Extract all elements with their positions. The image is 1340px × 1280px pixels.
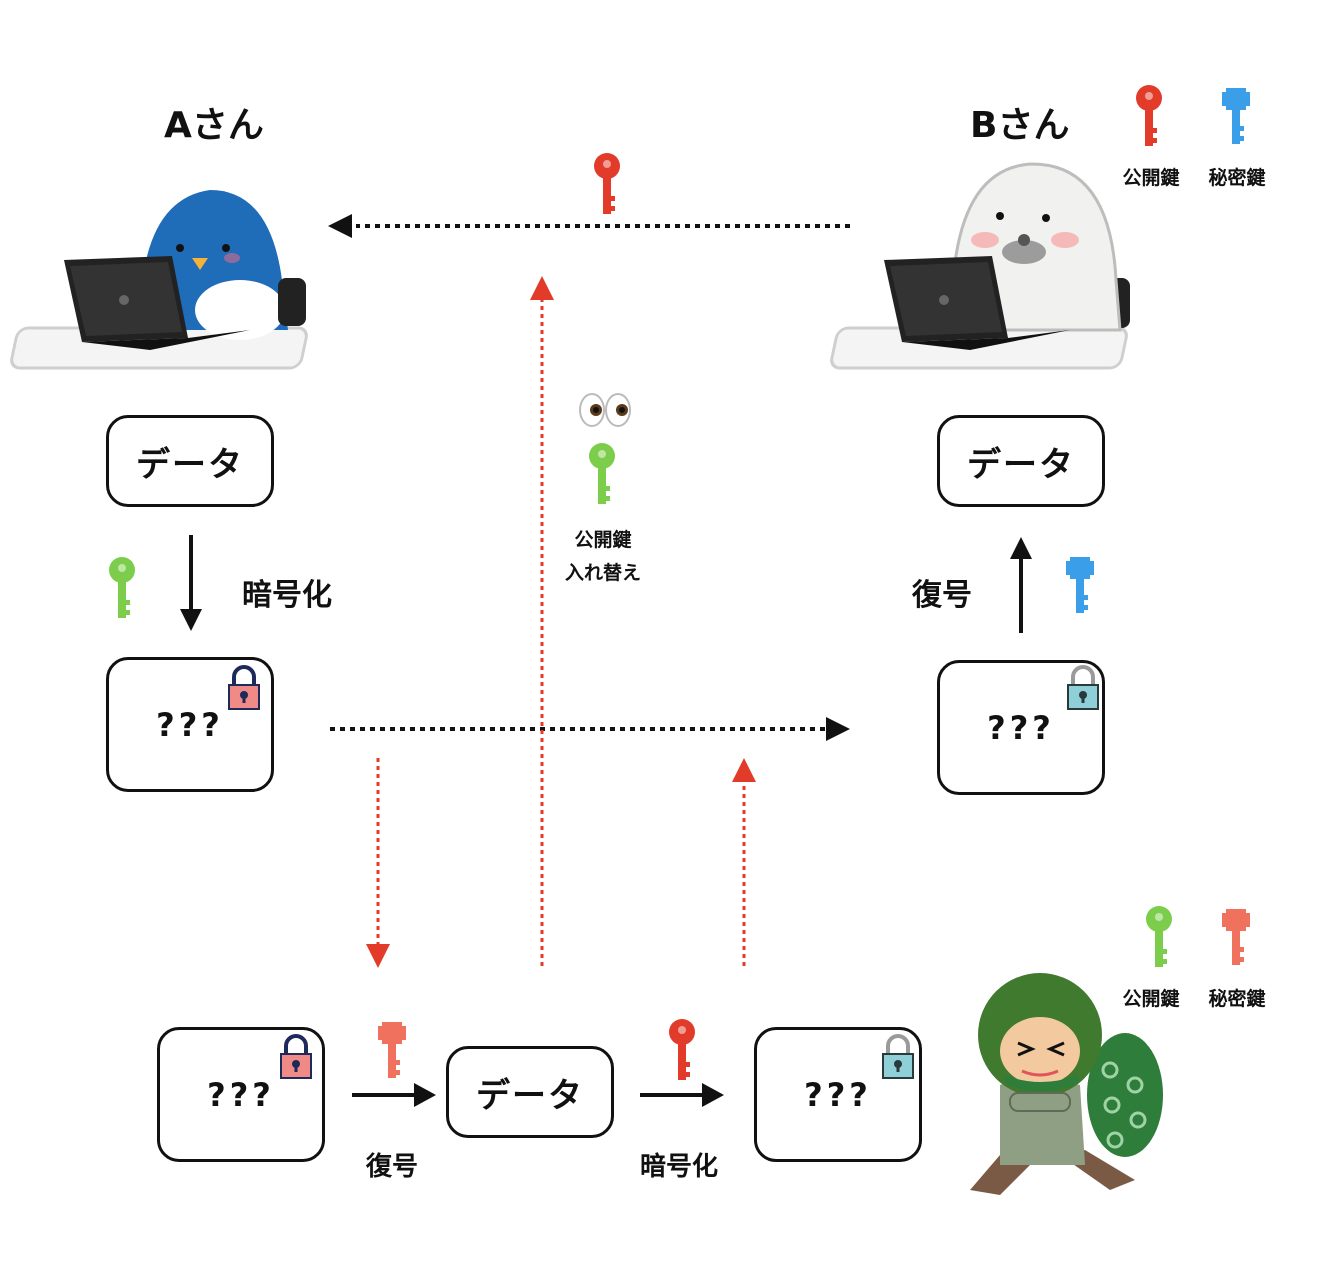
swap-label-line1: 公開鍵	[574, 529, 632, 551]
attacker-encrypted-box-out: ???	[754, 1027, 922, 1162]
a-data-box: データ	[106, 415, 274, 507]
b-decrypt-label: 復号	[912, 578, 972, 613]
a-encrypted-box-text: ???	[156, 705, 224, 744]
pink-lock-icon	[228, 665, 260, 710]
salmon-private-key-icon	[378, 1022, 406, 1078]
a-encrypt-arrow	[180, 535, 202, 631]
swap-label: 公開鍵 入れ替え	[548, 525, 658, 585]
attacker-encrypt-label: 暗号化	[640, 1152, 719, 1182]
attacker-encrypt-arrow	[640, 1083, 724, 1107]
attacker-decrypt-arrow	[352, 1083, 436, 1107]
a-encrypt-label: 暗号化	[242, 578, 332, 613]
attacker-box2-text: データ	[476, 1075, 584, 1116]
legend-top-public-label: 公開鍵	[1122, 167, 1180, 189]
b-data-box: データ	[937, 415, 1105, 507]
a-encrypted-box: ???	[106, 657, 274, 792]
actor-b-name: Bさん	[970, 105, 1070, 146]
pink-lock-icon-2	[280, 1034, 312, 1079]
attacker-encrypted-box-in: ???	[157, 1027, 325, 1162]
red-public-key-icon-2	[669, 1019, 695, 1080]
teal-lock-icon-2	[882, 1034, 914, 1079]
eyes-icon	[578, 392, 632, 428]
b-data-box-text: データ	[967, 444, 1075, 485]
attacker-box1-text: ???	[207, 1075, 275, 1114]
actor-a-name: Aさん	[164, 105, 264, 146]
swap-label-line2: 入れ替え	[564, 562, 641, 584]
legend-salmon-private-key-icon	[1222, 909, 1250, 965]
b-encrypted-box-text: ???	[987, 708, 1055, 747]
attacker-box3-text: ???	[804, 1075, 872, 1114]
legend-bottom-public-label: 公開鍵	[1122, 988, 1180, 1010]
seal-at-laptop-illustration	[830, 162, 1130, 370]
penguin-at-laptop-illustration	[10, 190, 308, 370]
teal-lock-icon	[1067, 665, 1099, 710]
attacker-data-box: データ	[446, 1046, 614, 1138]
thief-illustration	[970, 973, 1163, 1195]
legend-green-public-key-icon	[1146, 906, 1172, 967]
a-data-box-text: データ	[136, 444, 244, 485]
swapped-green-key-icon	[589, 443, 615, 504]
b-encrypted-box: ???	[937, 660, 1105, 795]
attacker-decrypt-label: 復号	[366, 1152, 419, 1182]
red-public-key-icon	[594, 153, 620, 214]
legend-top-private-label: 秘密鍵	[1208, 167, 1266, 189]
legend-bottom-private-label: 秘密鍵	[1208, 988, 1266, 1010]
b-decrypt-arrow	[1010, 537, 1032, 633]
